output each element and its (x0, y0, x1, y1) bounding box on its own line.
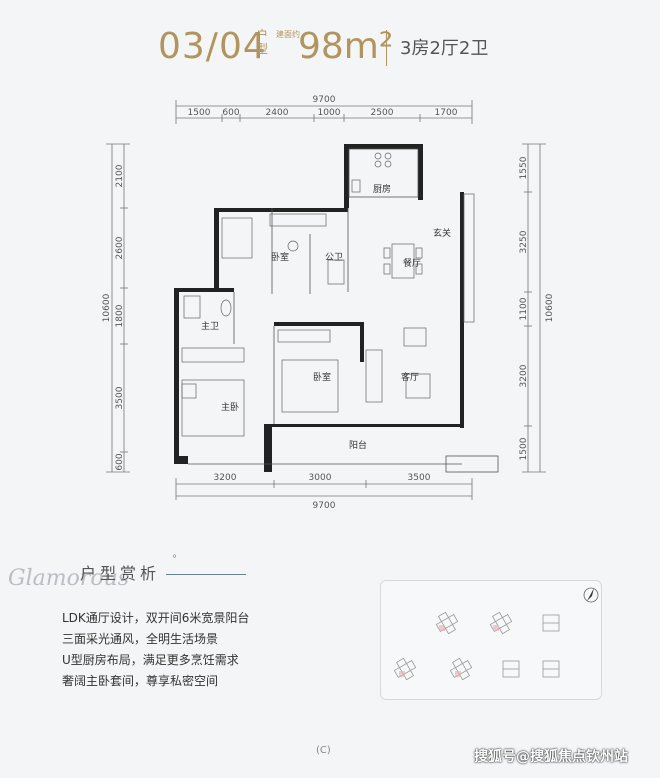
huxing-label: 户型 (256, 28, 269, 56)
left-dim: 3500 (115, 386, 125, 409)
right-dim: 1500 (519, 437, 529, 460)
top-dim: 2500 (371, 108, 394, 118)
room-count: 3房2厅2卫 (400, 38, 489, 59)
area-value: 98m² (298, 26, 394, 67)
key-plan-graphic (393, 587, 599, 681)
partitions (188, 148, 499, 473)
header-divider (386, 30, 387, 66)
room-balcony: 阳台 (349, 439, 367, 451)
analysis-points: LDK通厅设计，双开间6米宽景阳台 三面采光通风，全明生活场景 U型厨房布局，满… (62, 608, 249, 692)
room-master-bedroom: 主卧 (221, 401, 239, 413)
bottom-dim: 3200 (214, 473, 237, 483)
room-entry: 玄关 (433, 227, 451, 239)
bottom-dim: 3500 (408, 473, 431, 483)
room-kitchen: 厨房 (373, 183, 391, 195)
left-dim: 2600 (115, 236, 125, 259)
watermark: 搜狐号@搜狐焦点钦州站 (474, 749, 628, 765)
north-arrow-icon (583, 587, 599, 603)
right-dim: 1100 (519, 297, 529, 320)
top-dim: 600 (222, 108, 239, 118)
room-master-bath: 主卫 (201, 320, 219, 332)
bottom-dim: 3000 (309, 473, 332, 483)
room-public-bath: 公卫 (325, 252, 343, 263)
left-dim: 1800 (115, 304, 125, 327)
title-degree-mark: ° (172, 554, 177, 565)
left-dim: 2100 (115, 164, 125, 187)
analysis-point: 三面采光通风，全明生活场景 (62, 632, 219, 646)
footer-mark: (C) (316, 745, 331, 756)
floor-plan: 9700 1500 600 2400 1000 2500 1700 3200 3… (102, 95, 555, 511)
title-underline (166, 574, 246, 575)
room-dining: 餐厅 (403, 257, 421, 269)
site-key-plan (380, 580, 602, 700)
analysis-script: Glamorous (8, 566, 130, 591)
header: 03/04 户型 建面约 98m² 3房2厅2卫 (0, 0, 660, 80)
analysis-title: 户型赏析 (80, 564, 161, 583)
right-dim: 3200 (519, 364, 529, 387)
furniture (181, 152, 475, 437)
right-total-dim: 10600 (545, 293, 555, 322)
unit-number: 03/04 (158, 26, 267, 67)
area-label: 建面约 (276, 30, 300, 39)
right-dim: 1550 (519, 156, 529, 179)
left-total-dim: 10600 (102, 293, 112, 322)
room-bedroom-mid: 卧室 (313, 371, 331, 383)
top-dim: 1500 (188, 108, 211, 118)
analysis-point: LDK通厅设计，双开间6米宽景阳台 (62, 611, 250, 625)
top-dim: 1000 (318, 108, 341, 118)
right-dim: 3250 (519, 230, 529, 253)
top-total-dim: 9700 (313, 95, 336, 105)
room-living: 客厅 (401, 371, 419, 383)
room-bedroom-top: 卧室 (271, 251, 289, 263)
bottom-total-dim: 9700 (313, 501, 336, 511)
analysis-point: U型厨房布局，满足更多烹饪需求 (62, 653, 239, 667)
left-dim: 600 (115, 453, 125, 470)
top-dim: 2400 (266, 108, 289, 118)
walls (174, 144, 464, 472)
top-dim: 1700 (435, 108, 458, 118)
analysis-point: 奢阔主卧套间，尊享私密空间 (62, 674, 219, 688)
